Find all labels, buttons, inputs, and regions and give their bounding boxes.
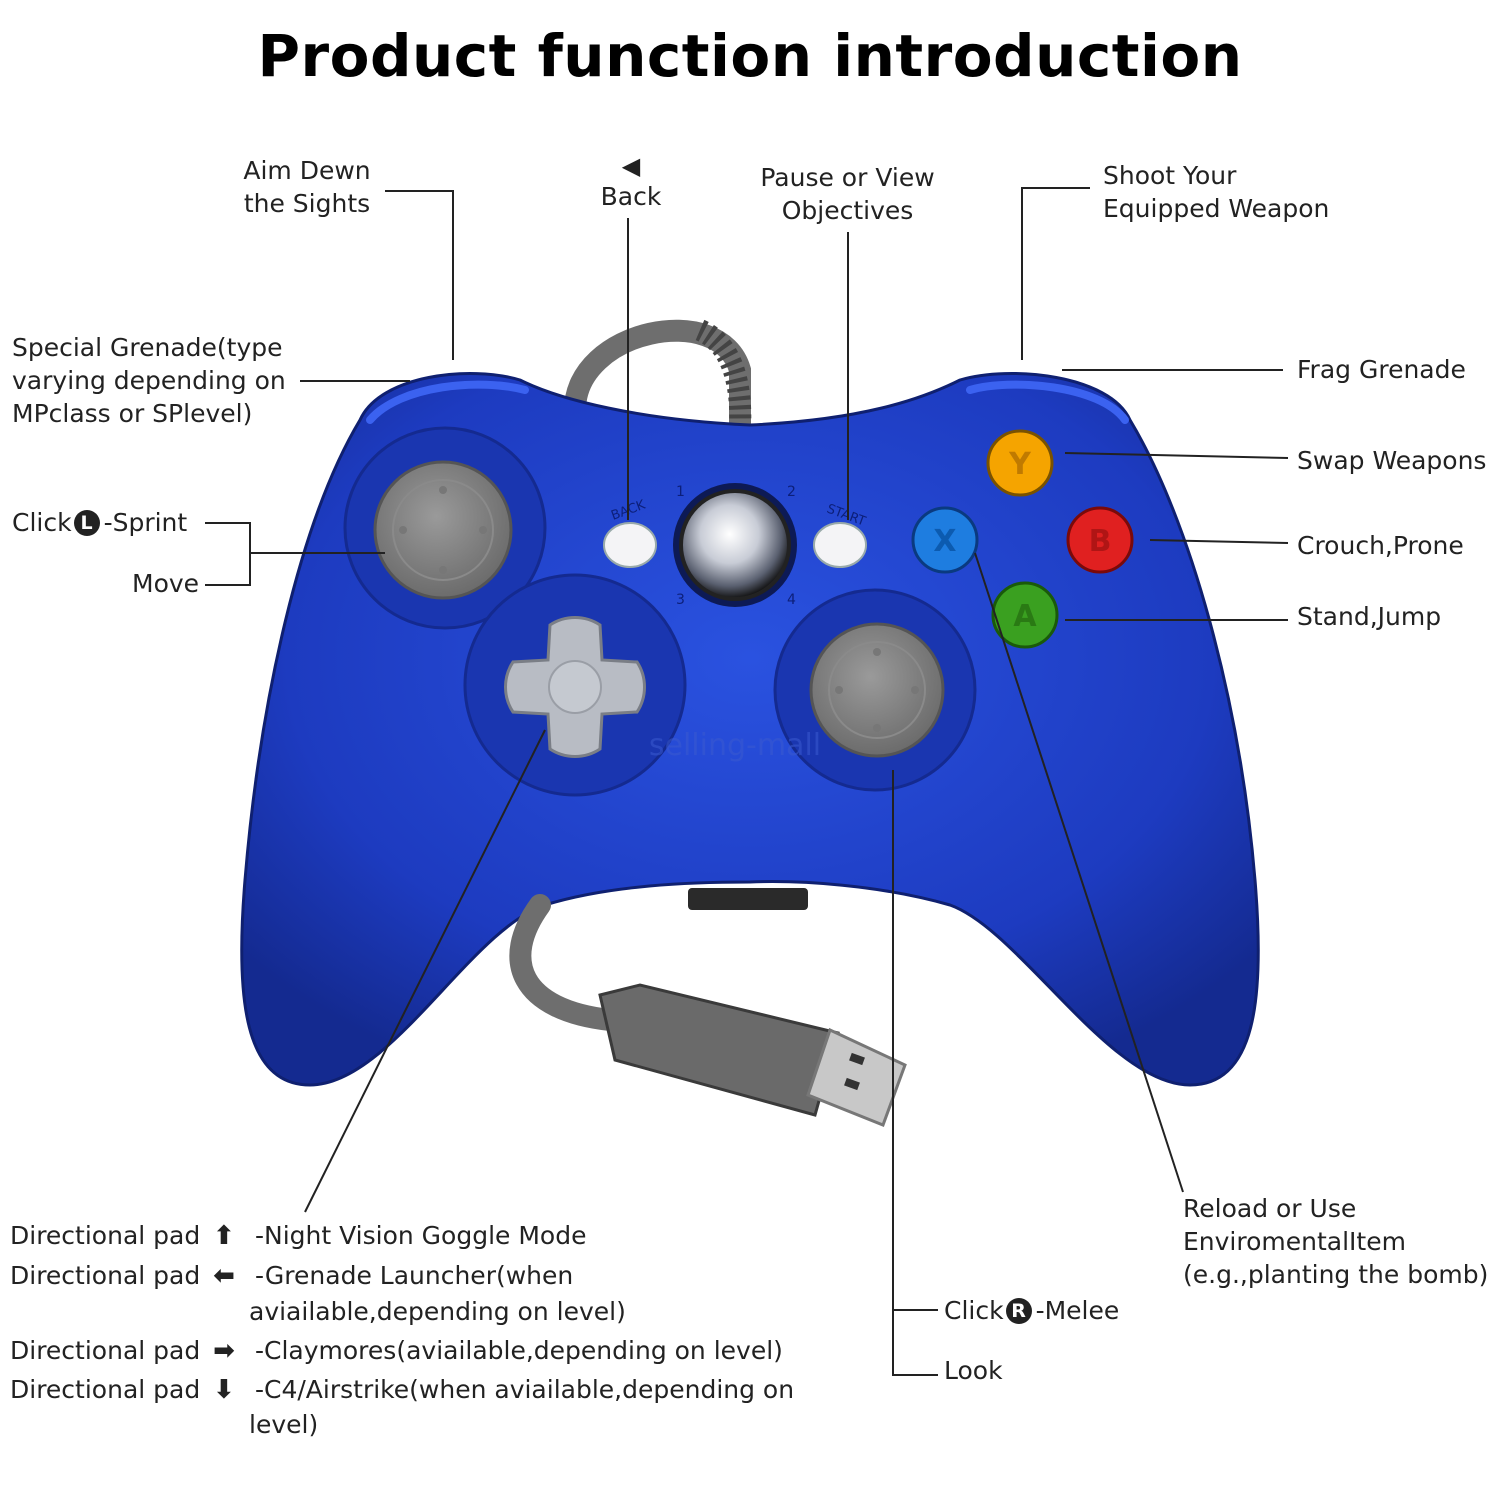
page-title: Product function introduction [257, 22, 1243, 90]
label-look: Look [944, 1356, 1003, 1385]
arrow-down-icon: ⬇ [213, 1375, 235, 1405]
l-stick-icon: L [73, 510, 100, 536]
x-button [911, 506, 979, 574]
r-stick-icon: R [1005, 1298, 1032, 1324]
label-stand: Stand,Jump [1297, 602, 1442, 631]
back-button [603, 522, 657, 568]
guide-button [679, 489, 791, 601]
dpad-up-row: Directional pad⬆ -Night Vision Goggle Mo… [10, 1221, 587, 1251]
dpad-right-row: Directional pad➡ -Claymores(aviailable,d… [10, 1336, 783, 1366]
start-button [813, 522, 867, 568]
label-back: ◀ Back [586, 152, 676, 213]
svg-text:B: B [1089, 524, 1112, 559]
usb-connector [806, 1027, 907, 1127]
a-button [991, 581, 1059, 649]
svg-text:Y: Y [1008, 447, 1032, 482]
dpad-down-row: Directional pad⬇ -C4/Airstrike(when avia… [10, 1375, 795, 1405]
b-button [1066, 506, 1134, 574]
arrow-left-icon: ⬅ [213, 1261, 235, 1291]
quadrant-1: 1 [676, 484, 685, 500]
quadrant-3: 3 [676, 592, 685, 608]
quadrant-2: 2 [787, 484, 796, 500]
left-thumbstick [373, 460, 513, 600]
dpad-down-desc-2: level) [249, 1410, 319, 1439]
usb-cable [509, 894, 621, 1031]
quadrant-4: 4 [787, 592, 796, 608]
arrow-up-icon: ⬆ [213, 1221, 235, 1251]
svg-text:A: A [1013, 599, 1037, 634]
label-move: Move [132, 569, 200, 598]
y-button [986, 429, 1054, 497]
dpad-left-row: Directional pad⬅ -Grenade Launcher(when [10, 1261, 574, 1291]
arrow-right-icon: ➡ [213, 1336, 235, 1366]
right-thumbstick [809, 622, 945, 758]
label-swap: Swap Weapons [1297, 446, 1487, 475]
leader-lines [205, 187, 1289, 1376]
svg-text:X: X [933, 524, 956, 559]
watermark: selling-mall [649, 728, 821, 763]
back-glyph-icon: ◀ [621, 152, 641, 180]
dpad-left-desc-2: aviailable,depending on level) [249, 1297, 626, 1326]
usb-plug-body [598, 983, 840, 1117]
label-frag: Frag Grenade [1297, 355, 1466, 384]
label-crouch: Crouch,Prone [1297, 531, 1464, 560]
